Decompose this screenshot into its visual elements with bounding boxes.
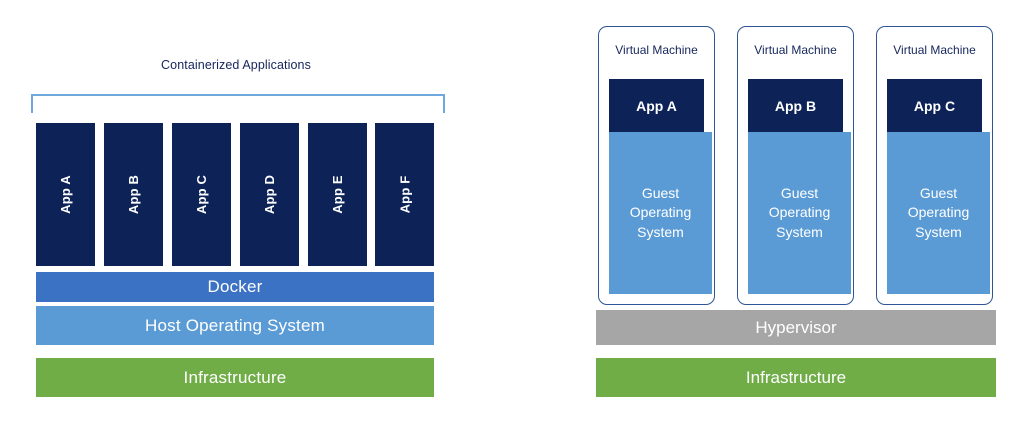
container-app-d-label: App D [262,174,277,215]
vm-guest-os-2: Guest Operating System [748,132,851,294]
container-app-e: App E [308,123,367,266]
container-app-c-label: App C [194,174,209,215]
container-app-b: App B [104,123,163,266]
container-app-d: App D [240,123,299,266]
infrastructure-layer-left: Infrastructure [36,358,434,397]
container-app-b-label: App B [126,174,141,215]
docker-layer: Docker [36,272,434,302]
vm-guest-os-3: Guest Operating System [887,132,990,294]
virtual-machine-title-2: Virtual Machine [754,43,837,57]
virtual-machine-box-2: Virtual Machine App B Guest Operating Sy… [737,26,854,305]
virtual-machine-title-1: Virtual Machine [615,43,698,57]
containerized-applications-caption: Containerized Applications [161,58,311,72]
host-operating-system-layer: Host Operating System [36,306,434,345]
infrastructure-layer-right: Infrastructure [596,358,996,397]
vm-app-a: App A [609,79,704,132]
container-app-f-label: App F [396,175,412,214]
container-app-a-label: App A [57,175,73,214]
vm-app-c: App C [887,79,982,132]
vm-app-b: App B [748,79,843,132]
virtual-machine-title-3: Virtual Machine [893,43,976,57]
virtual-machine-box-3: Virtual Machine App C Guest Operating Sy… [876,26,993,305]
container-app-a: App A [36,123,95,266]
containerized-applications-bracket [31,94,445,113]
container-app-c: App C [172,123,231,266]
vm-guest-os-1: Guest Operating System [609,132,712,294]
virtual-machine-box-1: Virtual Machine App A Guest Operating Sy… [598,26,715,305]
container-app-e-label: App E [330,175,345,214]
container-app-f: App F [375,123,434,266]
hypervisor-layer: Hypervisor [596,310,996,345]
